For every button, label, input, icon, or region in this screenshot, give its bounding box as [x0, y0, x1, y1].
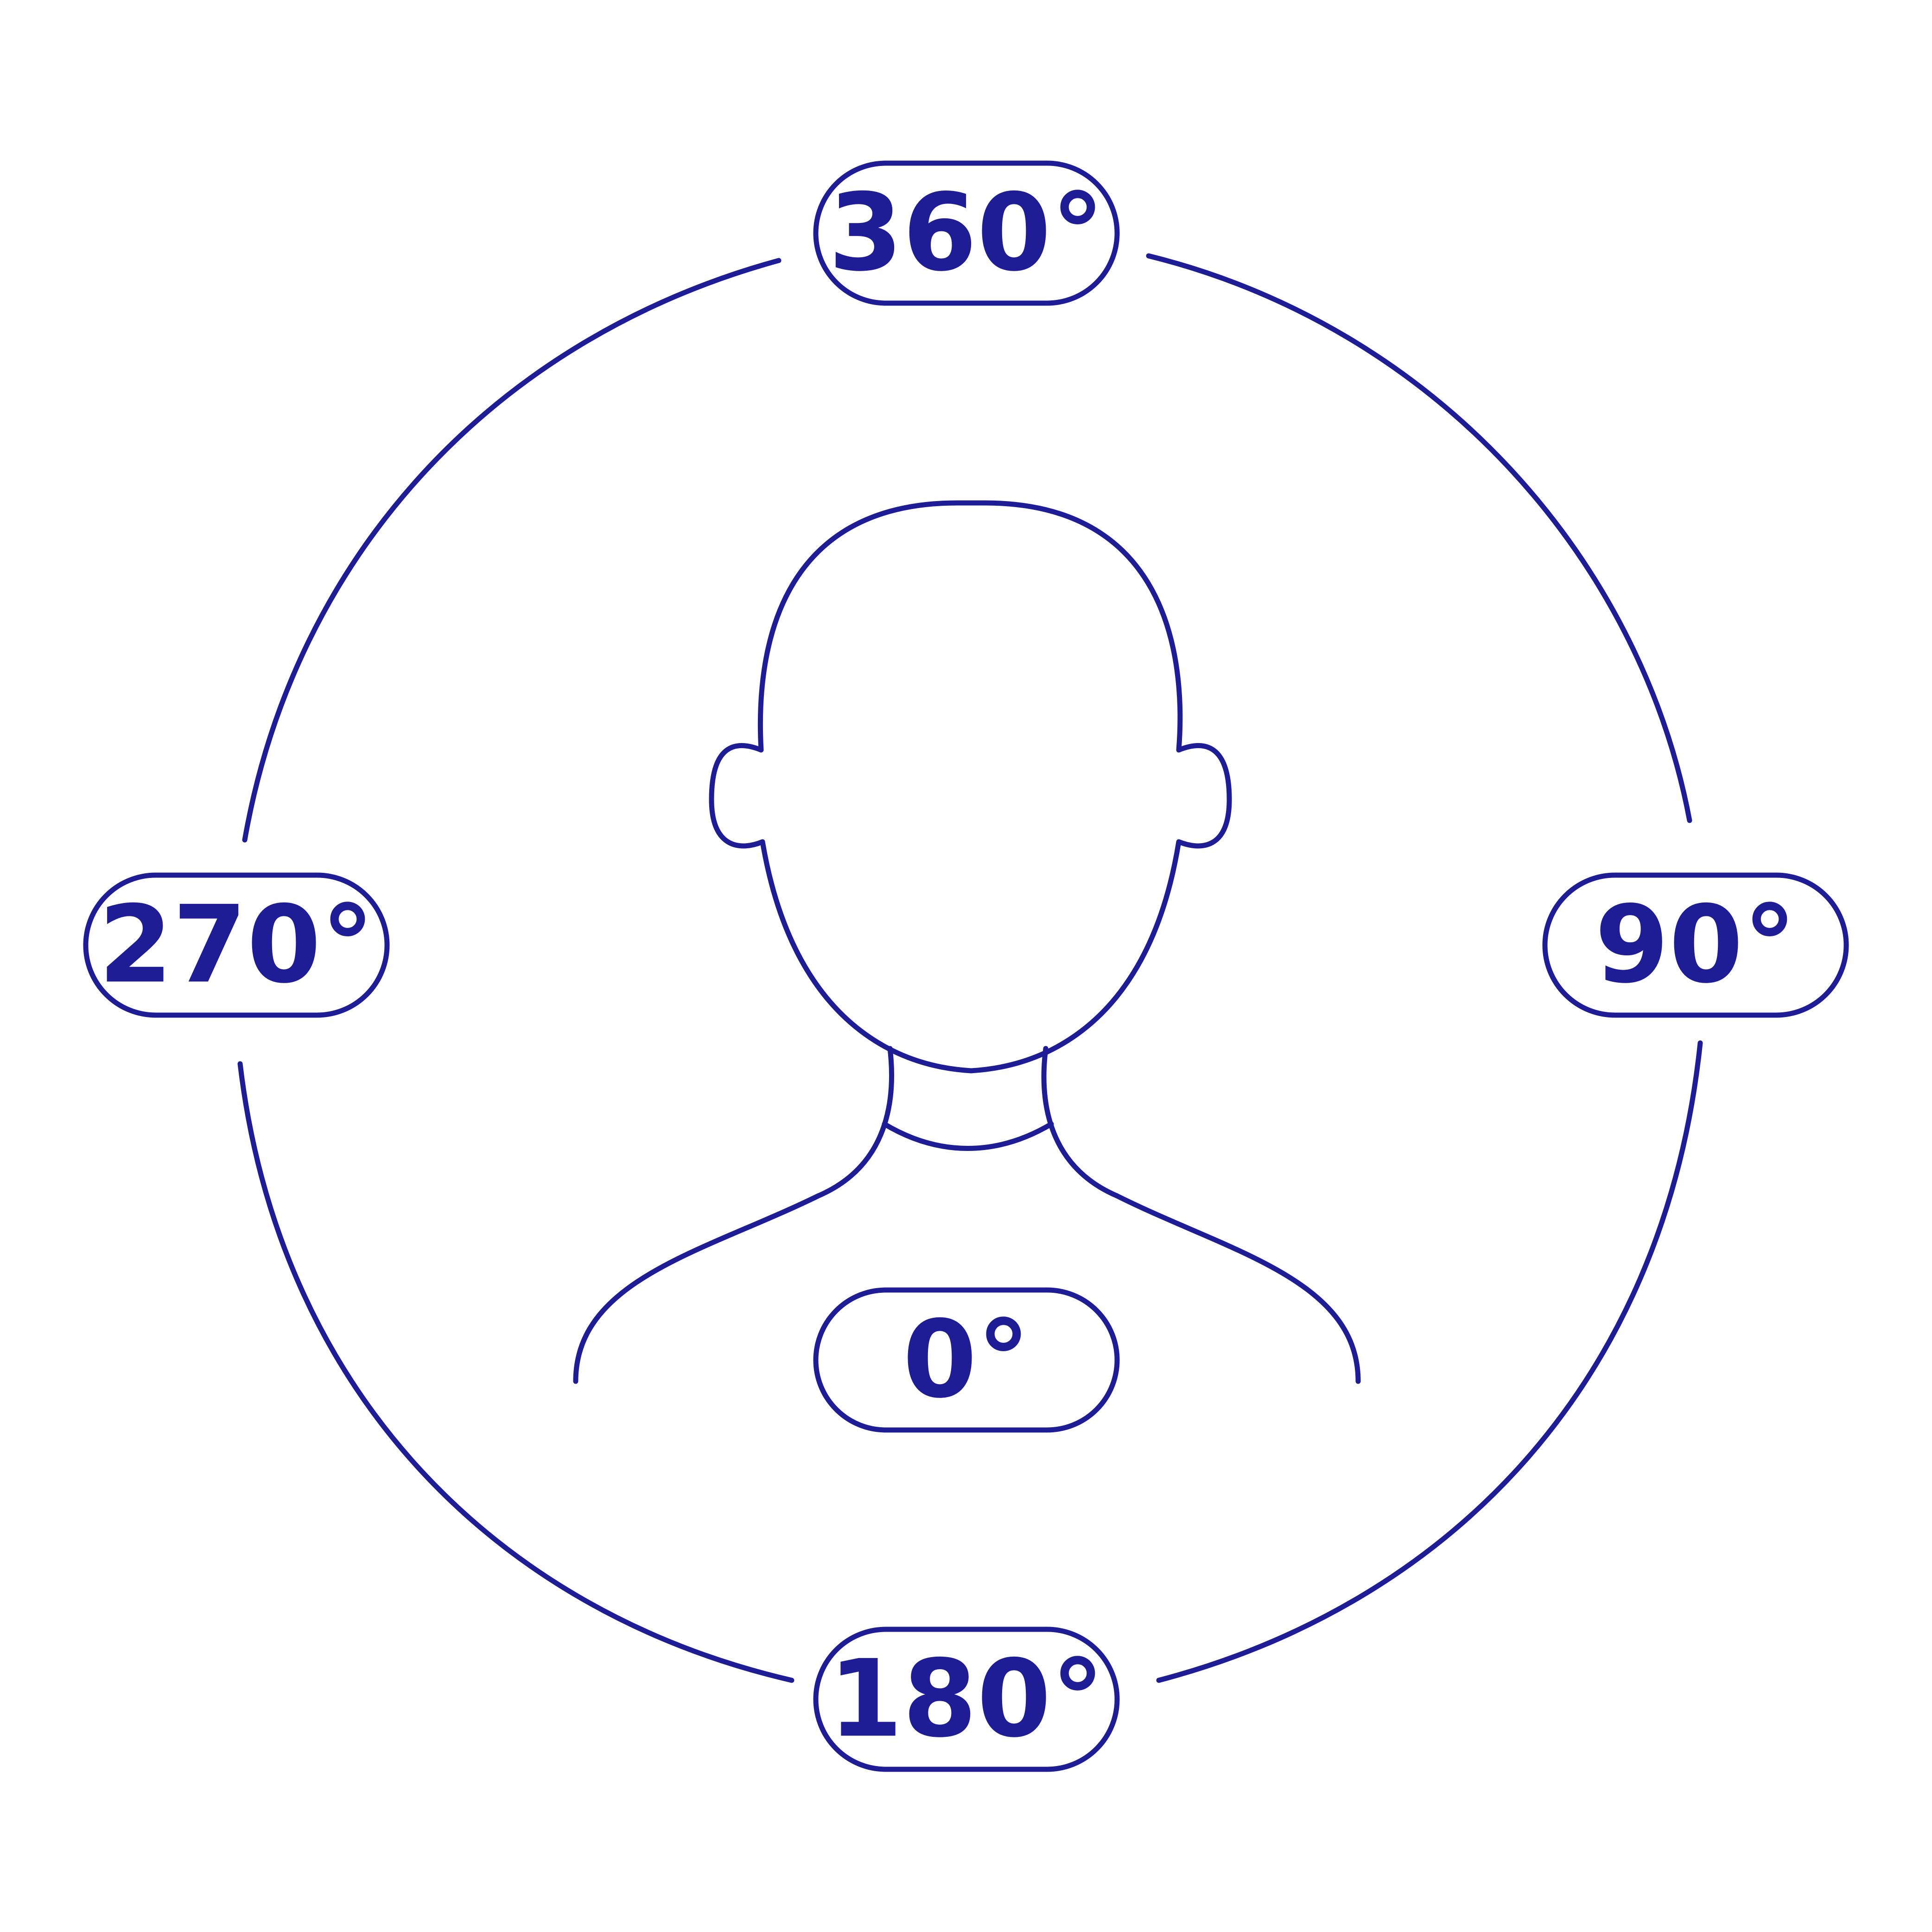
label-0: 0°: [902, 1298, 1030, 1422]
shoulder-right: [1114, 1193, 1361, 1384]
pill-180: 180°: [813, 1627, 1120, 1772]
label-180: 180°: [828, 1638, 1104, 1761]
label-270: 270°: [98, 883, 374, 1007]
rotation-arrows: [237, 253, 1703, 1683]
neck-right: [1041, 1046, 1120, 1199]
arrow-360-to-90: [1146, 253, 1692, 823]
label-360: 360°: [828, 172, 1104, 295]
head-outline: [709, 500, 1232, 1074]
pill-0: 0°: [813, 1287, 1120, 1433]
shoulder-left: [573, 1193, 821, 1384]
person-head-shoulders-outline-icon: [573, 500, 1361, 1384]
neck-left: [815, 1046, 894, 1199]
arrow-180-to-270: [237, 1061, 794, 1683]
pill-270: 270°: [83, 872, 390, 1018]
label-90: 90°: [1595, 883, 1796, 1007]
arrow-270-to-360: [242, 258, 782, 843]
collar: [882, 1121, 1054, 1151]
pill-90: 90°: [1542, 872, 1849, 1018]
pill-360: 360°: [813, 160, 1120, 306]
arrow-90-to-180: [1156, 1040, 1703, 1683]
